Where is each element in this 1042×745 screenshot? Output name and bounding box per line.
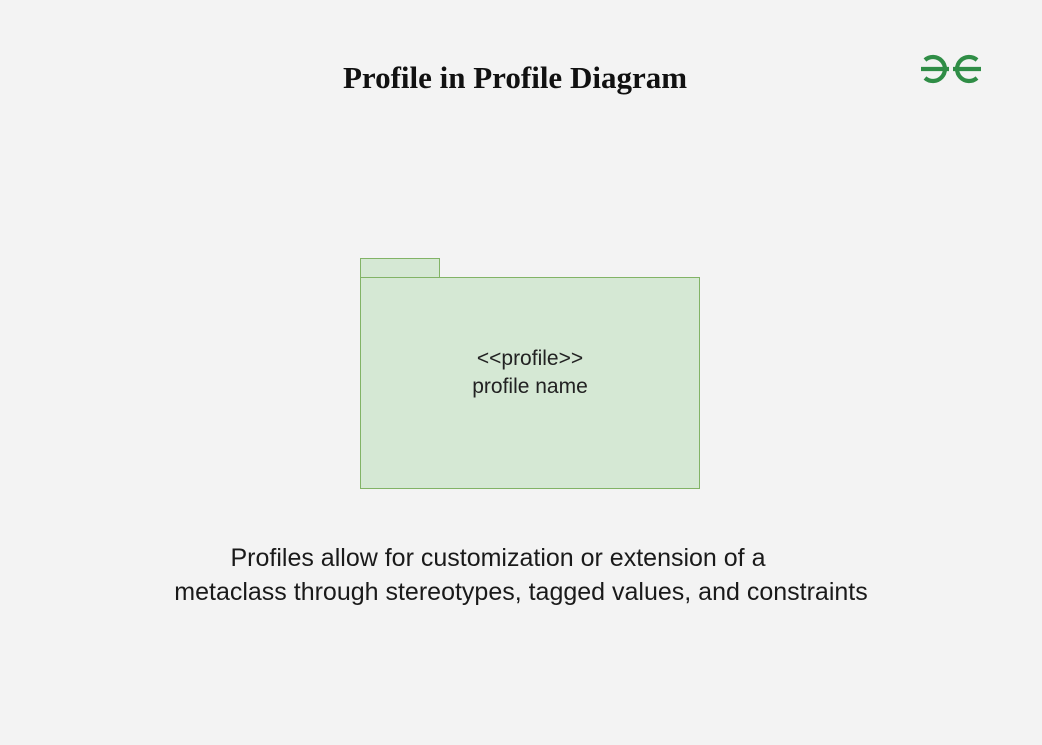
package-label: <<profile>> profile name: [361, 345, 699, 401]
caption-line-2: metaclass through stereotypes, tagged va…: [174, 578, 868, 606]
profile-package: <<profile>> profile name: [360, 277, 700, 489]
package-tab: [360, 258, 440, 278]
gfg-logo-icon: [921, 54, 981, 84]
diagram-caption: Profiles allow for customization or exte…: [0, 541, 1042, 609]
package-stereotype: <<profile>>: [476, 347, 584, 370]
package-name: profile name: [472, 375, 588, 398]
caption-line-1: Profiles allow for customization or exte…: [230, 544, 766, 572]
page-title: Profile in Profile Diagram: [342, 60, 688, 95]
